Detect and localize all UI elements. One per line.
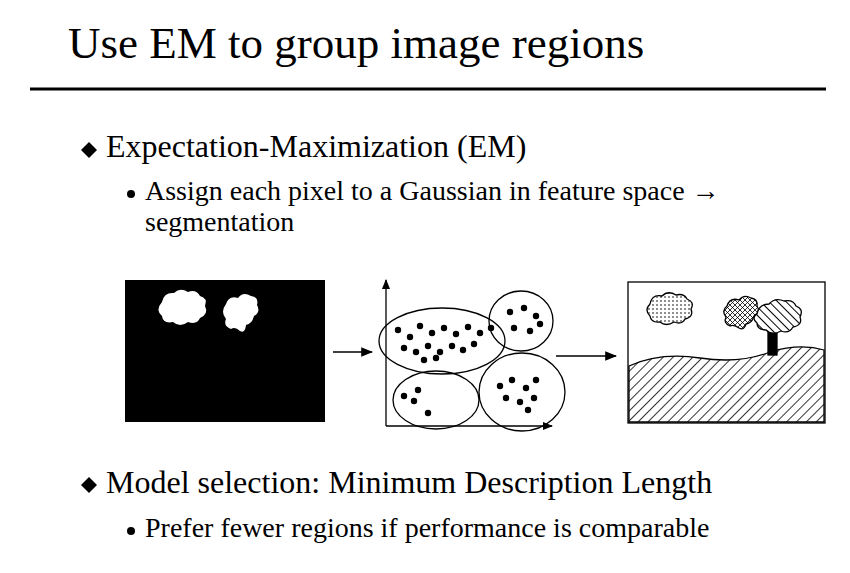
feature-space-plot — [379, 280, 565, 431]
data-point — [460, 347, 466, 353]
bullet-dot — [127, 190, 135, 198]
data-point — [533, 313, 539, 319]
data-point — [533, 377, 539, 383]
data-point — [441, 325, 447, 331]
data-point — [429, 330, 435, 336]
data-point — [465, 324, 471, 330]
data-point — [523, 385, 529, 391]
data-point — [415, 387, 421, 393]
data-point — [511, 325, 517, 331]
data-point — [507, 309, 513, 315]
bullet-text: Prefer fewer regions if performance is c… — [145, 512, 835, 543]
data-point — [517, 399, 523, 405]
data-point — [417, 323, 423, 329]
bullet-heading: Model selection: Minimum Description Len… — [106, 465, 836, 501]
data-point — [407, 334, 413, 340]
data-point — [449, 343, 455, 349]
data-point — [395, 327, 401, 333]
data-point — [433, 355, 439, 361]
data-point — [488, 325, 494, 331]
data-point — [531, 395, 537, 401]
data-point — [453, 331, 459, 337]
segmented-image — [628, 282, 825, 423]
mask-image — [125, 280, 325, 422]
data-point — [421, 357, 427, 363]
bullet-diamond — [81, 142, 97, 158]
data-point — [411, 398, 417, 404]
bullet-diamond — [81, 477, 97, 493]
data-point — [425, 343, 431, 349]
data-point — [471, 341, 477, 347]
data-point — [527, 328, 533, 334]
feature-points — [395, 305, 543, 416]
data-point — [477, 330, 483, 336]
bullet-text: Assign each pixel to a Gaussian in featu… — [145, 175, 810, 238]
data-point — [521, 305, 527, 311]
data-point — [509, 377, 515, 383]
bullet-dot — [127, 527, 135, 535]
title-rule — [30, 88, 826, 91]
data-point — [413, 349, 419, 355]
slide-title: Use EM to group image regions — [68, 18, 828, 68]
data-point — [401, 345, 407, 351]
process-arrow — [333, 351, 372, 353]
data-point — [401, 393, 407, 399]
data-point — [425, 410, 431, 416]
data-point — [503, 395, 509, 401]
process-arrow — [556, 355, 616, 357]
data-point — [537, 321, 543, 327]
bullet-heading: Expectation-Maximization (EM) — [106, 129, 806, 165]
data-point — [497, 383, 503, 389]
data-point — [525, 407, 531, 413]
data-point — [437, 349, 443, 355]
